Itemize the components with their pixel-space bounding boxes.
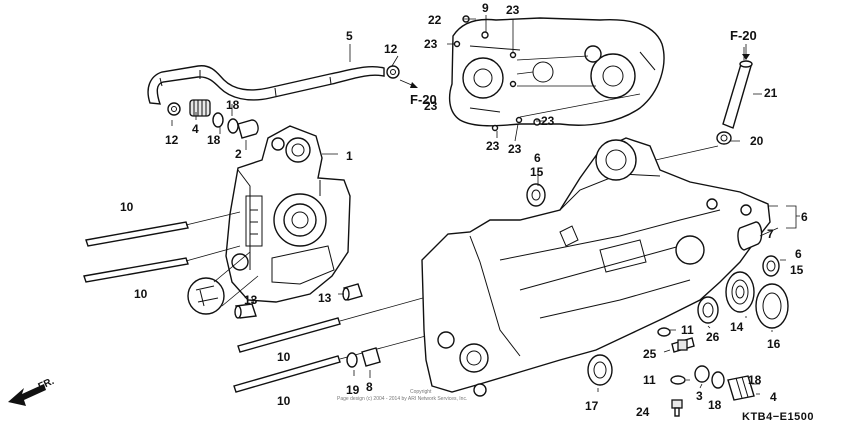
callout-18-b: 18 xyxy=(207,133,221,147)
detail-magnifier xyxy=(187,251,259,315)
diagram-code: KTB4−E1500 xyxy=(742,411,814,423)
breather-fitting[interactable] xyxy=(189,99,211,117)
callout-1: 1 xyxy=(346,149,353,163)
oil-seal-large[interactable] xyxy=(755,283,789,329)
o-ring-upper-b[interactable] xyxy=(227,118,239,134)
callout-6-mid: 6 xyxy=(795,247,802,261)
drain-fitting[interactable] xyxy=(727,375,755,401)
callout-26: 26 xyxy=(706,330,720,344)
callout-22: 22 xyxy=(428,13,442,27)
callout-24: 24 xyxy=(636,405,650,419)
callout-15-top: 15 xyxy=(530,165,544,179)
o-ring-upper-a[interactable] xyxy=(212,112,224,128)
callout-23-a: 23 xyxy=(506,3,520,17)
left-crankcase[interactable] xyxy=(225,125,351,303)
gasket-bolts xyxy=(453,15,541,132)
callout-11-upper: 11 xyxy=(681,323,694,337)
hose-clip-left[interactable] xyxy=(167,102,181,116)
bolt-25[interactable] xyxy=(671,337,695,353)
callout-5: 5 xyxy=(346,29,353,43)
washer-11-lower[interactable] xyxy=(670,375,686,385)
callout-10-d: 10 xyxy=(277,394,291,408)
callout-17: 17 xyxy=(585,399,599,413)
stud-bolt-3[interactable] xyxy=(237,317,341,353)
gasket-leaders xyxy=(447,15,641,142)
breather-hose[interactable] xyxy=(147,65,385,105)
dowel-pin-right[interactable] xyxy=(342,283,363,301)
callout-23-c: 23 xyxy=(424,99,438,113)
forward-label: FR. xyxy=(37,376,56,393)
dowel-pin-left[interactable] xyxy=(234,303,257,319)
o-ring-18-lower[interactable] xyxy=(711,371,725,389)
oil-hose[interactable] xyxy=(722,60,753,129)
callout-11-lower: 11 xyxy=(643,373,656,387)
callout-13-right: 13 xyxy=(318,291,332,305)
callout-10-c: 10 xyxy=(277,350,291,364)
callout-20: 20 xyxy=(750,134,764,148)
reference-f20-left[interactable]: F-20 xyxy=(410,92,437,107)
crankcase-gasket[interactable] xyxy=(448,17,665,127)
callout-18-d: 18 xyxy=(708,398,722,412)
callout-12-right: 12 xyxy=(384,42,398,56)
arrow-f20-left xyxy=(399,79,418,88)
bolt-24[interactable] xyxy=(671,399,683,417)
washer-19[interactable] xyxy=(346,352,358,368)
callout-2: 2 xyxy=(235,147,242,161)
callout-6-right: 6 xyxy=(801,210,808,224)
hose-clamp[interactable] xyxy=(716,131,732,145)
callout-15-right: 15 xyxy=(790,263,804,277)
callout-18-a: 18 xyxy=(226,98,240,112)
o-ring-3[interactable] xyxy=(694,365,710,383)
copyright-title: Copyright xyxy=(410,389,432,395)
arrow-f20-right xyxy=(742,44,750,60)
oil-seal-bottom[interactable] xyxy=(587,354,613,386)
callout-10-a: 10 xyxy=(120,200,134,214)
callout-25: 25 xyxy=(643,347,657,361)
callout-3: 3 xyxy=(696,389,703,403)
callout-18-c: 18 xyxy=(748,373,762,387)
stud-bolt-1[interactable] xyxy=(85,221,189,247)
callout-4-top: 4 xyxy=(192,122,199,136)
callout-9: 9 xyxy=(482,1,489,15)
oil-seal-top[interactable] xyxy=(526,183,546,207)
callout-16: 16 xyxy=(767,337,781,351)
bearing[interactable] xyxy=(725,271,755,313)
hose-clip-right[interactable] xyxy=(386,65,400,79)
forward-arrow-icon xyxy=(8,384,46,406)
callout-23-d: 23 xyxy=(541,114,555,128)
callout-13-left: 13 xyxy=(244,293,258,307)
callout-10-b: 10 xyxy=(134,287,148,301)
callout-23-e: 23 xyxy=(486,139,500,153)
callout-23-b: 23 xyxy=(424,37,438,51)
callout-19: 19 xyxy=(346,383,360,397)
dowel-collar[interactable] xyxy=(237,119,259,139)
stud-bolt-4[interactable] xyxy=(233,355,341,393)
callout-6-top: 6 xyxy=(534,151,541,165)
callout-4-bottom: 4 xyxy=(770,390,777,404)
callout-8: 8 xyxy=(366,380,373,394)
right-crankcase[interactable] xyxy=(421,137,771,397)
callout-23-f: 23 xyxy=(508,142,522,156)
callout-21: 21 xyxy=(764,86,778,100)
reference-f20-right[interactable]: F-20 xyxy=(730,28,757,43)
bearing-collar[interactable] xyxy=(737,221,763,251)
callout-14: 14 xyxy=(730,320,744,334)
copyright-text: Page design (c) 2004 - 2014 by ARI Netwo… xyxy=(337,396,467,402)
washer-11-upper[interactable] xyxy=(657,327,671,337)
callout-7: 7 xyxy=(767,227,774,241)
needle-bearing[interactable] xyxy=(697,296,719,324)
stud-bolt-2[interactable] xyxy=(83,257,189,283)
spacer-8[interactable] xyxy=(361,347,381,367)
oil-seal-right[interactable] xyxy=(762,255,780,277)
callout-12-left: 12 xyxy=(165,133,179,147)
leader-lines xyxy=(171,44,800,395)
